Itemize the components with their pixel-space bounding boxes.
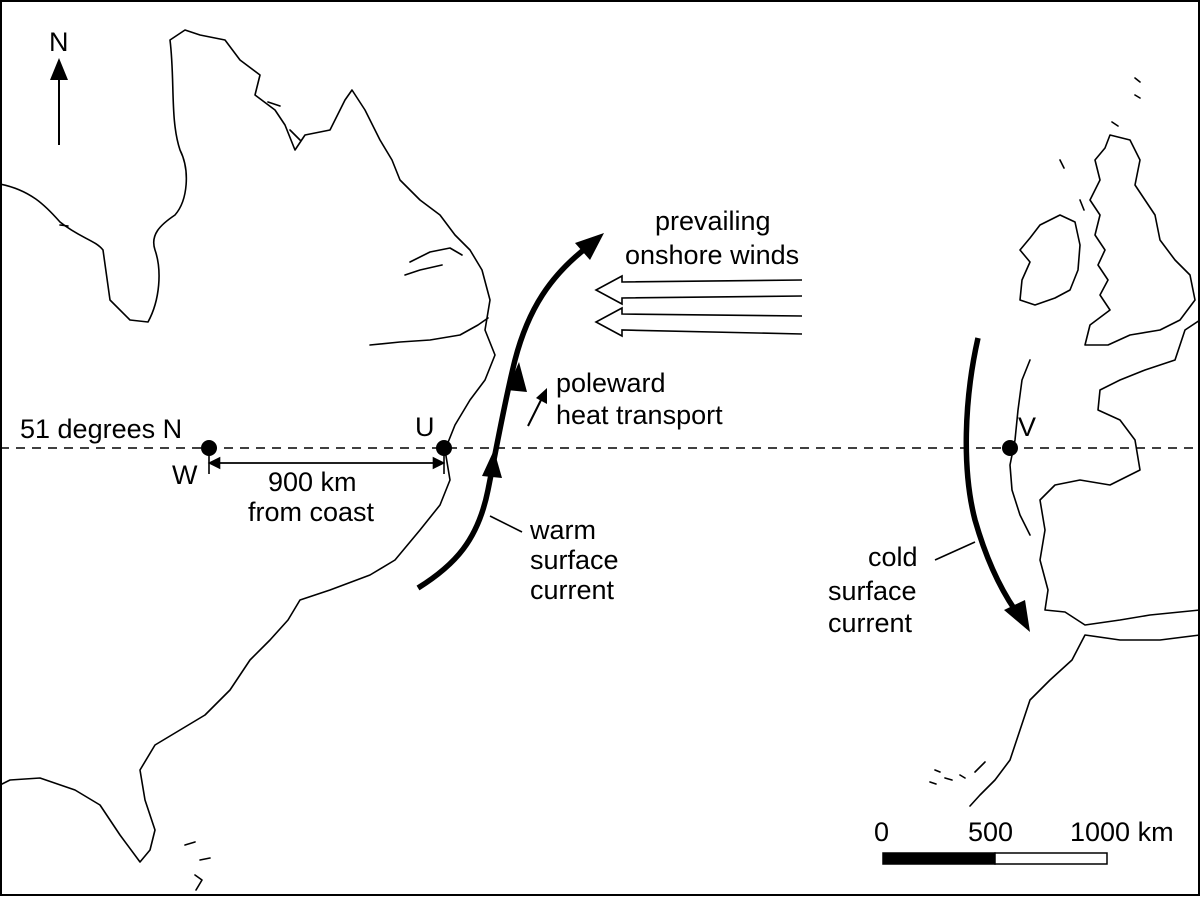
distance-line1: 900 km (268, 467, 357, 497)
point-w-marker (201, 440, 217, 456)
distance-line2: from coast (248, 497, 375, 527)
scale-bar-black-segment (882, 852, 996, 865)
scale-bar-white-segment (994, 852, 1108, 865)
cold-current-head-icon (1004, 600, 1030, 632)
point-w-label: W (172, 460, 198, 490)
warm-current-head-icon (575, 233, 604, 260)
cold-label-line2: surface (828, 576, 917, 606)
ireland (1019, 214, 1081, 306)
cold-leader-line (934, 541, 976, 561)
warm-label-line1: warm (529, 515, 596, 545)
latitude-label: 51 degrees N (20, 414, 182, 444)
north-label: N (49, 27, 69, 57)
europe-coastline (1039, 319, 1200, 626)
point-v-label: V (1018, 412, 1036, 442)
warm-leader-line (489, 515, 523, 533)
scale-tick-0: 0 (874, 817, 889, 847)
winds-label-line2: onshore winds (625, 240, 799, 270)
heat-arrow-icon (536, 388, 547, 404)
winds-label-line1: prevailing (655, 206, 771, 236)
cold-current-arrow (963, 337, 1018, 612)
north-arrow-icon (50, 58, 68, 80)
warm-label-line2: surface (530, 545, 619, 575)
great-britain (1084, 134, 1196, 346)
hudson-bay-islands (59, 101, 301, 227)
heat-label-line2: heat transport (556, 400, 723, 430)
heat-arrow-shaft (527, 397, 543, 427)
point-v-marker (1002, 440, 1018, 456)
warm-current-chevron-1-icon (482, 450, 502, 478)
scale-tick-500: 500 (968, 817, 1013, 847)
cold-label-line3: current (828, 608, 913, 638)
africa-coastline (969, 634, 1200, 807)
st-lawrence-river (404, 247, 463, 276)
warm-current-arrow (416, 242, 592, 591)
point-u-marker (436, 440, 452, 456)
point-u-label: U (415, 412, 435, 442)
caribbean-islands (184, 841, 211, 891)
northern-isles (1059, 77, 1141, 211)
wind-arrow-2 (594, 306, 803, 338)
heat-label-line1: poleward (556, 368, 666, 398)
north-america-coastline (0, 29, 496, 863)
cold-label-line1: cold (868, 542, 918, 572)
canary-islands (929, 761, 986, 785)
warm-label-line3: current (530, 575, 615, 605)
scale-tick-1000: 1000 km (1070, 817, 1174, 847)
warm-current-chevron-2-icon (507, 362, 527, 392)
wind-arrow-1 (594, 274, 803, 306)
inland-water (369, 317, 489, 346)
